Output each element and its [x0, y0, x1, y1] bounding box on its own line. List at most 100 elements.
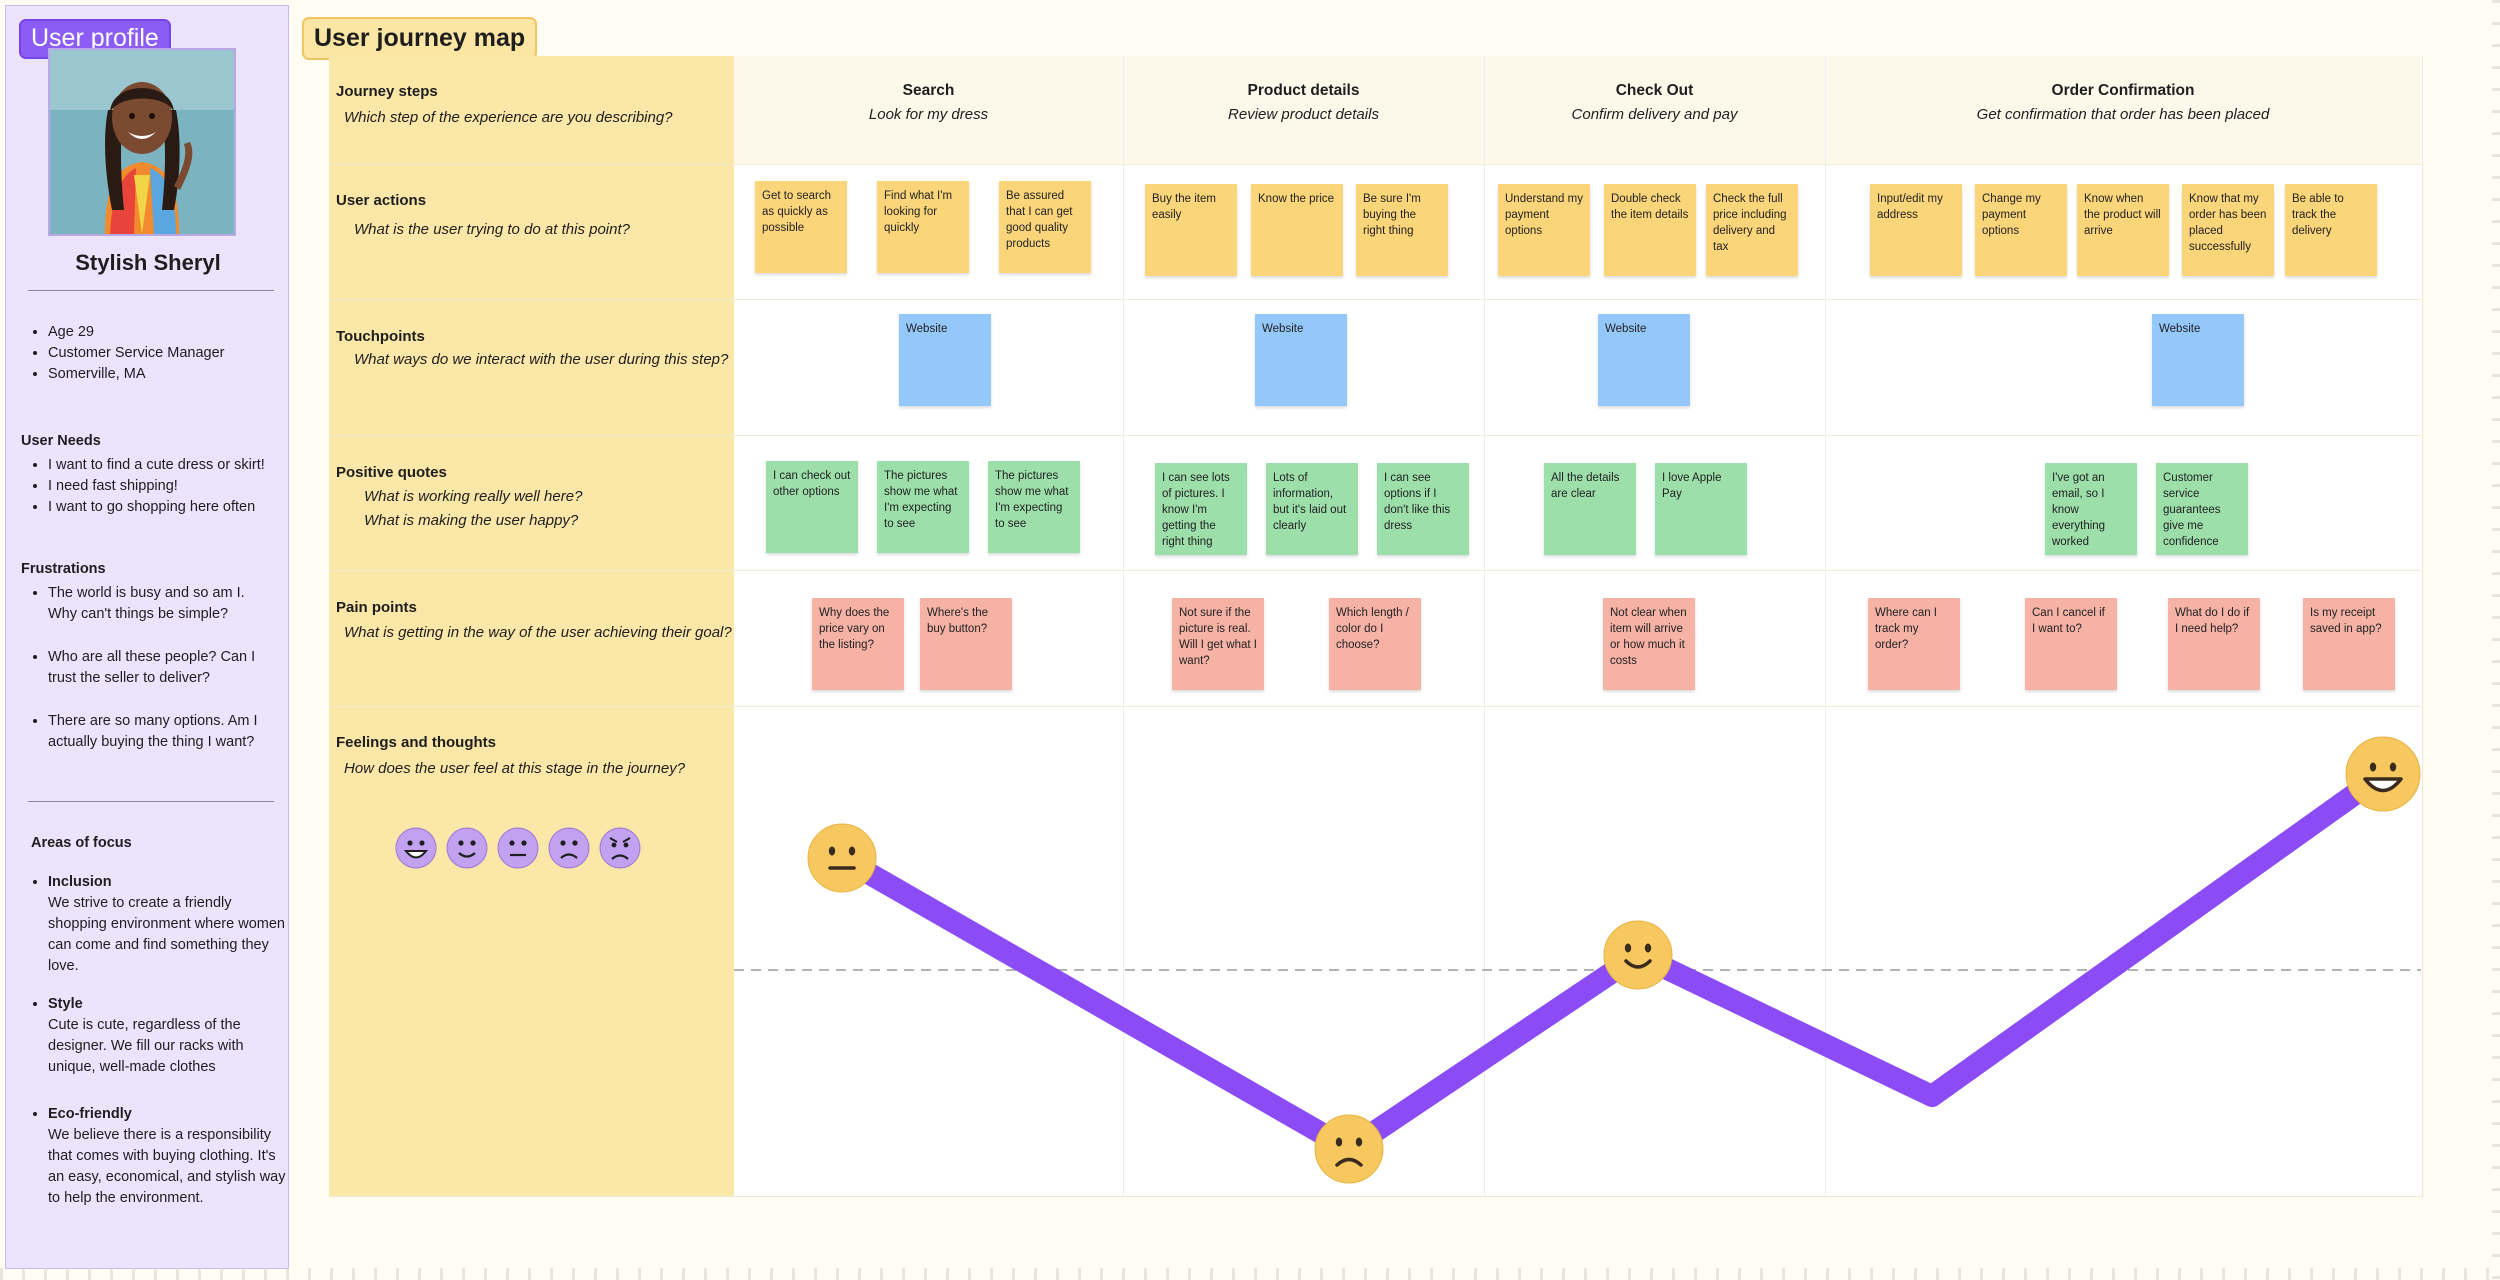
row-question: What is working really well here?: [364, 488, 583, 505]
sticky-note-positive[interactable]: I can see options if I don't like this d…: [1377, 463, 1469, 555]
emotion-faces: [807, 736, 2421, 1184]
focus-text: Cute is cute, regardless of the designer…: [48, 1017, 244, 1075]
emotion-scale-legend: [395, 827, 641, 869]
focus-eco-friendly: Eco-friendly We believe there is a respo…: [26, 1104, 288, 1209]
sticky-note-action[interactable]: Be sure I'm buying the right thing: [1356, 184, 1448, 276]
neutral-face-icon: [807, 823, 877, 893]
row-divider: [329, 706, 2421, 707]
sticky-note-pain-point[interactable]: Which length / color do I choose?: [1329, 598, 1421, 690]
detail-job: Customer Service Manager: [48, 343, 225, 364]
journey-map-title[interactable]: User journey map: [302, 17, 538, 60]
sticky-note-action[interactable]: Input/edit my address: [1870, 184, 1962, 276]
sticky-note-action[interactable]: Buy the item easily: [1145, 184, 1237, 276]
sticky-note-positive[interactable]: I can see lots of pictures. I know I'm g…: [1155, 463, 1247, 555]
sticky-note-pain-point[interactable]: Not sure if the picture is real. Will I …: [1172, 598, 1264, 690]
frustration-item: The world is busy and so am I. Why can't…: [48, 583, 263, 625]
user-needs-list: I want to find a cute dress or skirt! I …: [26, 455, 265, 518]
sticky-note-positive[interactable]: All the details are clear: [1544, 463, 1636, 555]
happy-face-icon: [1603, 920, 1673, 990]
sticky-note-touchpoint[interactable]: Website: [1255, 314, 1347, 406]
need-item: I want to go shopping here often: [48, 497, 265, 518]
column-divider: [1484, 56, 1485, 1196]
sticky-note-pain-point[interactable]: Why does the price vary on the listing?: [812, 598, 904, 690]
frustrations-list: There are so many options. Am I actually…: [26, 711, 263, 753]
sticky-note-touchpoint[interactable]: Website: [1598, 314, 1690, 406]
sticky-note-pain-point[interactable]: Where's the buy button?: [920, 598, 1012, 690]
areas-of-focus-heading: Areas of focus: [31, 835, 132, 851]
row-title-user-actions: User actions: [336, 192, 427, 209]
happy-face-icon: [446, 827, 488, 869]
frustrations-list: The world is busy and so am I. Why can't…: [26, 583, 263, 625]
divider: [28, 801, 274, 802]
sticky-note-positive[interactable]: The pictures show me what I'm expecting …: [877, 461, 969, 553]
sticky-note-touchpoint[interactable]: Website: [2152, 314, 2244, 406]
sticky-note-positive[interactable]: I can check out other options: [766, 461, 858, 553]
frustrations-list: Who are all these people? Can I trust th…: [26, 647, 263, 689]
focus-style: Style Cute is cute, regardless of the de…: [26, 994, 288, 1078]
focus-title: Style: [48, 996, 83, 1012]
sticky-note-action[interactable]: Be assured that I can get good quality p…: [999, 181, 1091, 273]
sticky-note-positive[interactable]: Customer service guarantees give me conf…: [2156, 463, 2248, 555]
sticky-note-pain-point[interactable]: Not clear when item will arrive or how m…: [1603, 598, 1695, 690]
row-question: What is the user trying to do at this po…: [354, 221, 630, 238]
sticky-note-positive[interactable]: I love Apple Pay: [1655, 463, 1747, 555]
frustration-item: Who are all these people? Can I trust th…: [48, 647, 263, 689]
canvas-edge: [2492, 0, 2500, 1280]
user-profile-panel: User profile Stylish Sheryl Age 29 Custo…: [5, 5, 289, 1269]
need-item: I want to find a cute dress or skirt!: [48, 455, 265, 476]
step-desc: Review product details: [1228, 106, 1379, 123]
sticky-note-positive[interactable]: I've got an email, so I know everything …: [2045, 463, 2137, 555]
column-divider: [1123, 56, 1124, 1196]
sticky-note-positive[interactable]: Lots of information, but it's laid out c…: [1266, 463, 1358, 555]
focus-inclusion: Inclusion We strive to create a friendly…: [26, 872, 288, 977]
sad-face-icon: [548, 827, 590, 869]
focus-title: Inclusion: [48, 874, 112, 890]
row-divider: [329, 299, 2421, 300]
sticky-note-action[interactable]: Change my payment options: [1975, 184, 2067, 276]
focus-title: Eco-friendly: [48, 1106, 132, 1122]
detail-location: Somerville, MA: [48, 364, 225, 385]
sticky-note-action[interactable]: Be able to track the delivery: [2285, 184, 2377, 276]
sticky-note-pain-point[interactable]: Is my receipt saved in app?: [2303, 598, 2395, 690]
row-title-pain-points: Pain points: [336, 599, 417, 616]
sticky-note-action[interactable]: Know when the product will arrive: [2077, 184, 2169, 276]
row-title-feelings: Feelings and thoughts: [336, 734, 496, 751]
row-title-positive-quotes: Positive quotes: [336, 464, 447, 481]
sticky-note-positive[interactable]: The pictures show me what I'm expecting …: [988, 461, 1080, 553]
step-name-product-details: Product details: [1247, 82, 1360, 99]
detail-age: Age 29: [48, 322, 225, 343]
sticky-note-action[interactable]: Double check the item details: [1604, 184, 1696, 276]
step-desc: Look for my dress: [868, 106, 989, 123]
row-divider: [329, 570, 2421, 571]
neutral-face-icon: [497, 827, 539, 869]
row-divider: [329, 164, 2421, 165]
row-title-journey-steps: Journey steps: [336, 83, 438, 100]
steps-header-row: [734, 56, 2421, 164]
sticky-note-action[interactable]: Understand my payment options: [1498, 184, 1590, 276]
sticky-note-action[interactable]: Check the full price including delivery …: [1706, 184, 1798, 276]
step-desc: Confirm delivery and pay: [1571, 106, 1738, 123]
row-question: How does the user feel at this stage in …: [344, 760, 686, 777]
sticky-note-pain-point[interactable]: Can I cancel if I want to?: [2025, 598, 2117, 690]
sticky-note-touchpoint[interactable]: Website: [899, 314, 991, 406]
step-name-order-confirmation: Order Confirmation: [2051, 82, 2195, 99]
focus-text: We believe there is a responsibility tha…: [48, 1127, 286, 1206]
sticky-note-action[interactable]: Know the price: [1251, 184, 1343, 276]
sticky-note-action[interactable]: Find what I'm looking for quickly: [877, 181, 969, 273]
column-divider: [1825, 56, 1826, 1196]
sad-face-icon: [1314, 1114, 1384, 1184]
very-happy-face-icon: [395, 827, 437, 869]
angry-face-icon: [599, 827, 641, 869]
row-question: What is getting in the way of the user a…: [344, 624, 732, 641]
row-question: What is making the user happy?: [364, 512, 579, 529]
sticky-note-action[interactable]: Know that my order has been placed succe…: [2182, 184, 2274, 276]
sticky-note-pain-point[interactable]: What do I do if I need help?: [2168, 598, 2260, 690]
sticky-note-pain-point[interactable]: Where can I track my order?: [1868, 598, 1960, 690]
row-title-touchpoints: Touchpoints: [336, 328, 425, 345]
persona-details-list: Age 29 Customer Service Manager Somervil…: [26, 322, 225, 385]
row-question: Which step of the experience are you des…: [344, 109, 673, 126]
sticky-note-action[interactable]: Get to search as quickly as possible: [755, 181, 847, 273]
frustrations-heading: Frustrations: [21, 561, 106, 577]
canvas-background: [0, 1268, 2500, 1280]
